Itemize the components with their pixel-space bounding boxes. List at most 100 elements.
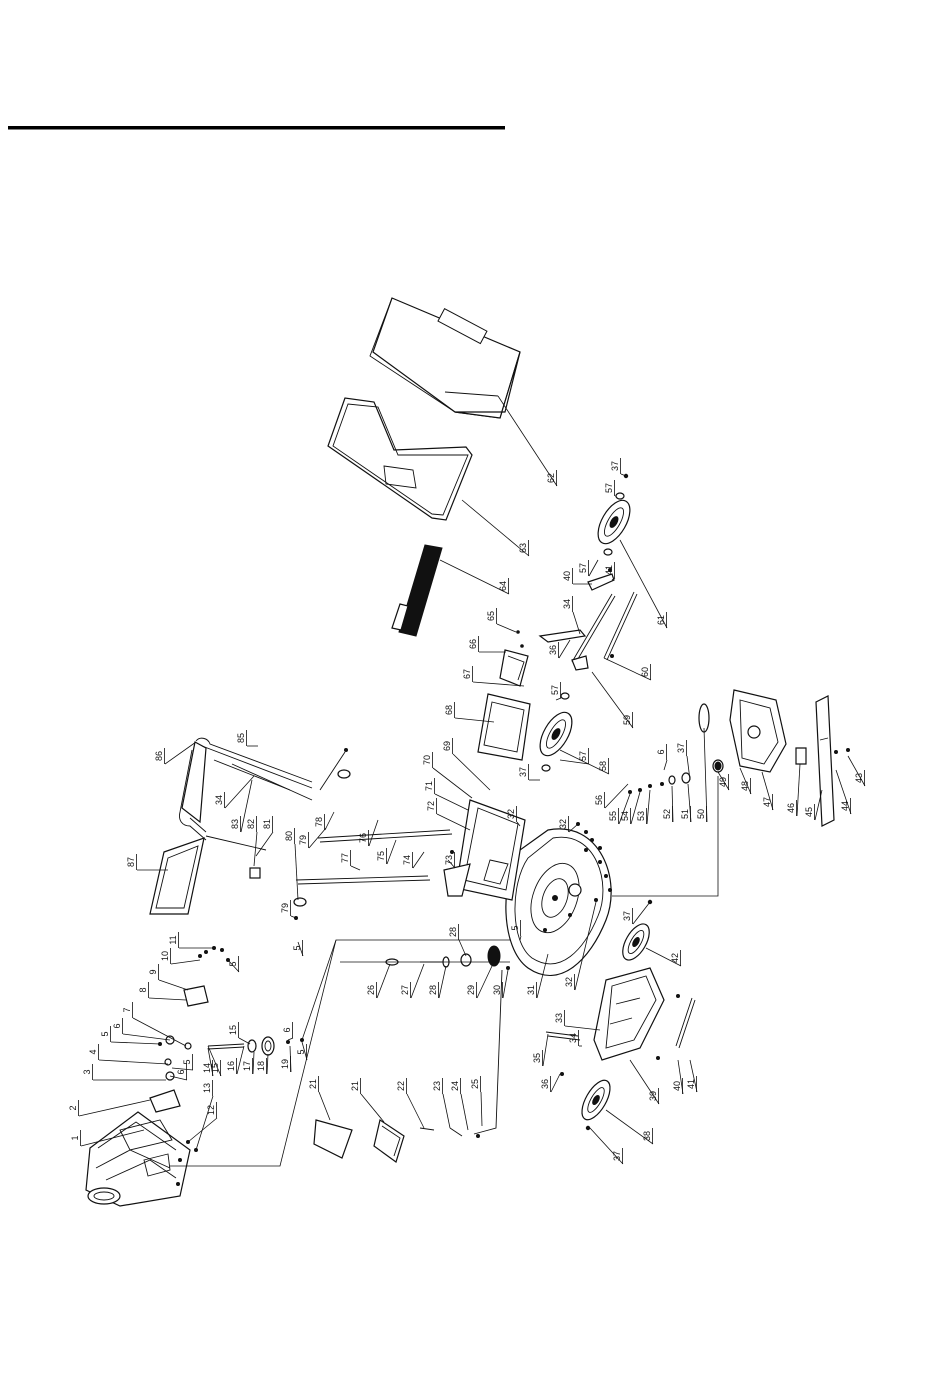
- callout-number: 15: [228, 1025, 238, 1035]
- callout-part-5: 5: [228, 956, 239, 972]
- callout-part-48: 48: [740, 778, 751, 794]
- leader-line: [480, 1091, 483, 1127]
- callout-part-32: 32: [564, 974, 575, 990]
- callout-number: 3: [82, 1069, 92, 1074]
- leader-line: [814, 789, 823, 821]
- callout-part-5: 5: [510, 920, 521, 936]
- callout-number: 57: [578, 751, 588, 761]
- callout-part-44: 44: [840, 798, 851, 814]
- callout-part-3: 3: [82, 1064, 93, 1080]
- callout-part-52: 52: [662, 806, 673, 822]
- callout-number: 73: [444, 855, 454, 865]
- leader-line: [386, 839, 397, 865]
- leader-line: [632, 901, 651, 925]
- callout-part-87: 87: [126, 854, 137, 870]
- callout-part-26: 26: [366, 982, 377, 998]
- callout-part-17: 17: [242, 1058, 253, 1074]
- leader-line: [550, 1073, 561, 1093]
- leader-line: [266, 1053, 269, 1075]
- callout-number: 83: [230, 819, 240, 829]
- callout-part-40: 40: [562, 568, 573, 584]
- callout-part-28: 28: [448, 924, 459, 940]
- callout-number: 5: [228, 961, 238, 966]
- callout-number: 34: [214, 795, 224, 805]
- callout-number: 16: [226, 1061, 236, 1071]
- callout-number: 22: [396, 1081, 406, 1091]
- callout-part-38: 38: [642, 1128, 653, 1144]
- callout-number: 76: [358, 833, 368, 843]
- leader-line: [497, 395, 558, 487]
- callout-part-6: 6: [176, 1064, 187, 1080]
- callout-part-63: 63: [518, 540, 529, 556]
- callout-number: 9: [148, 969, 158, 974]
- callout-part-81: 81: [262, 816, 273, 832]
- callout-number: 21: [308, 1079, 318, 1089]
- leader-line: [620, 473, 627, 477]
- leader-line: [236, 1045, 245, 1075]
- callout-part-69: 69: [442, 738, 453, 754]
- callout-part-4: 4: [88, 1044, 99, 1060]
- leader-line: [442, 1093, 451, 1129]
- callout-number: 18: [256, 1061, 266, 1071]
- leader-line: [410, 963, 425, 999]
- callout-part-54: 54: [620, 808, 631, 824]
- callout-part-28: 28: [428, 982, 439, 998]
- leader-line: [629, 1059, 660, 1105]
- chute-covers: [313, 969, 503, 1163]
- callout-number: 17: [242, 1061, 252, 1071]
- callout-part-39: 39: [648, 1088, 659, 1104]
- callout-number: 13: [202, 1083, 212, 1093]
- leader-line: [677, 1059, 684, 1095]
- callout-part-31: 31: [526, 982, 537, 998]
- callout-part-56: 56: [594, 792, 605, 808]
- callout-part-12: 12: [206, 1102, 217, 1118]
- callout-number: 6: [656, 749, 666, 754]
- callout-number: 6: [282, 1027, 292, 1032]
- leader-line: [207, 1047, 214, 1077]
- leader-line: [796, 763, 801, 817]
- leader-line: [432, 767, 473, 799]
- leader-line: [671, 785, 674, 823]
- leader-line: [318, 1091, 331, 1121]
- callout-part-6: 6: [656, 744, 667, 760]
- callout-number: 6: [176, 1069, 186, 1074]
- callout-part-33: 33: [554, 1010, 565, 1026]
- callout-part-35: 35: [532, 1050, 543, 1066]
- callout-part-5: 5: [182, 1054, 193, 1070]
- callout-number: 54: [620, 811, 630, 821]
- callout-number: 34: [568, 1033, 578, 1043]
- callout-number: 37: [676, 743, 686, 753]
- callout-part-79: 79: [298, 832, 309, 848]
- callout-number: 67: [462, 669, 472, 679]
- leader-line: [686, 755, 691, 781]
- callout-part-19: 19: [280, 1056, 291, 1072]
- leader-line: [170, 959, 201, 965]
- callout-number: 31: [526, 985, 536, 995]
- leader-line: [645, 947, 682, 967]
- leader-line: [542, 1033, 549, 1067]
- leader-line: [227, 959, 240, 973]
- callout-number: 19: [280, 1059, 290, 1069]
- callout-number: 25: [470, 1079, 480, 1089]
- callout-number: 29: [466, 985, 476, 995]
- callout-number: 5: [510, 925, 520, 930]
- leader-line: [122, 1033, 171, 1041]
- callout-part-10: 10: [160, 948, 171, 964]
- callout-number: 49: [718, 777, 728, 787]
- callout-part-9: 9: [148, 964, 159, 980]
- leader-line: [224, 775, 255, 809]
- callout-part-60: 60: [640, 664, 651, 680]
- rear-wheel-58: [539, 692, 573, 772]
- leader-line: [195, 1095, 214, 1151]
- leader-line: [605, 1109, 654, 1145]
- callout-part-57: 57: [604, 480, 615, 496]
- callout-part-22: 22: [396, 1078, 407, 1094]
- mower-deck: [505, 828, 612, 977]
- callout-part-46: 46: [786, 800, 797, 816]
- callout-part-15: 15: [210, 1060, 221, 1076]
- leader-line: [717, 771, 730, 791]
- callout-part-32: 32: [558, 816, 569, 832]
- leader-line: [436, 813, 471, 831]
- callout-number: 36: [540, 1079, 550, 1089]
